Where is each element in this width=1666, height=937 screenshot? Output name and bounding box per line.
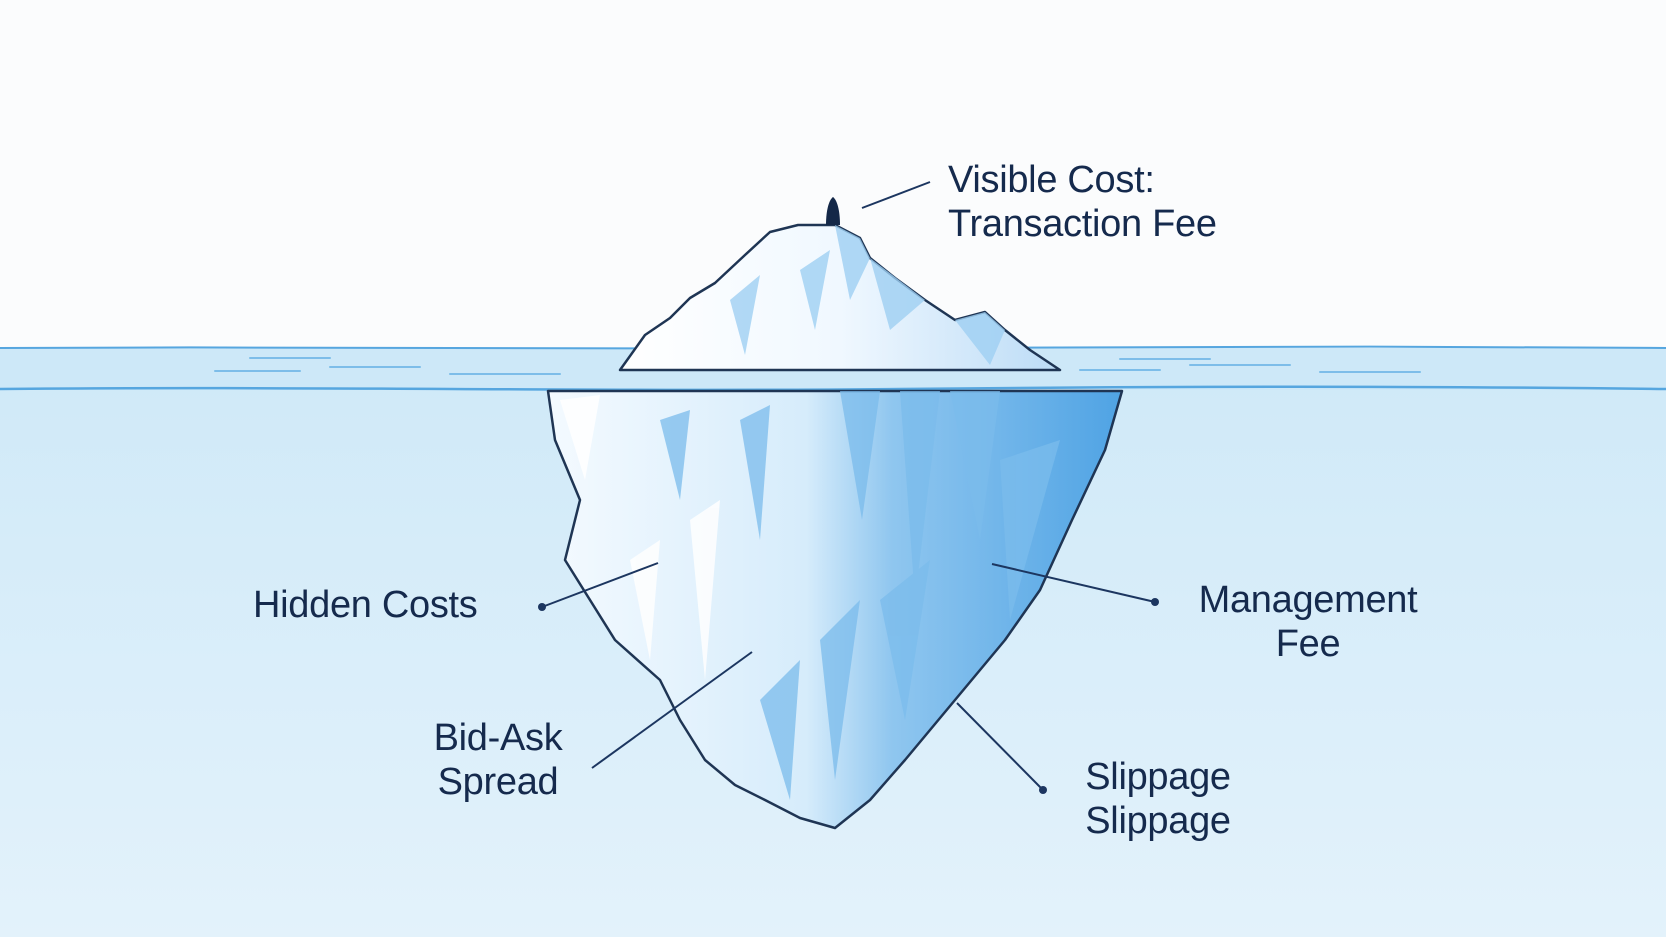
label-visible-cost: Visible Cost: Transaction Fee <box>948 158 1217 246</box>
label-hidden-costs: Hidden Costs <box>253 583 478 627</box>
leader-dot-hidden-costs <box>538 603 546 611</box>
label-bid-ask-spread-line1: Bid-Ask <box>433 717 563 759</box>
label-management-fee: Management Fee <box>1168 578 1448 666</box>
waterline-bottom <box>0 385 1666 392</box>
label-slippage: Slippage Slippage <box>1053 755 1263 843</box>
leader-management-fee <box>991 563 1156 603</box>
label-visible-cost-line1: Visible Cost: <box>948 159 1155 201</box>
leader-dot-slippage <box>1039 786 1047 794</box>
leader-dots <box>538 598 1159 794</box>
leader-bid-ask-spread <box>591 651 753 769</box>
iceberg-facets <box>660 391 1060 800</box>
leader-slippage <box>956 702 1044 791</box>
label-bid-ask-spread-line2: Spread <box>437 761 559 803</box>
iceberg-highlights <box>560 395 720 680</box>
water-ripples <box>214 357 1421 375</box>
leader-dot-management-fee <box>1151 598 1159 606</box>
leader-lines <box>541 181 1156 791</box>
leader-hidden-costs <box>541 562 659 608</box>
label-management-fee-line1: Management <box>1198 579 1418 621</box>
label-visible-cost-line2: Transaction Fee <box>948 203 1217 245</box>
peak-marker-icon <box>826 197 840 225</box>
label-hidden-costs-line1: Hidden Costs <box>253 584 478 626</box>
label-management-fee-line2: Fee <box>1275 623 1341 665</box>
label-bid-ask-spread: Bid-Ask Spread <box>398 716 598 804</box>
iceberg-tip-shading <box>730 225 1005 365</box>
leader-visible-cost <box>861 181 931 209</box>
label-slippage-line2: Slippage <box>1085 800 1231 842</box>
label-slippage-line1: Slippage <box>1085 756 1231 798</box>
